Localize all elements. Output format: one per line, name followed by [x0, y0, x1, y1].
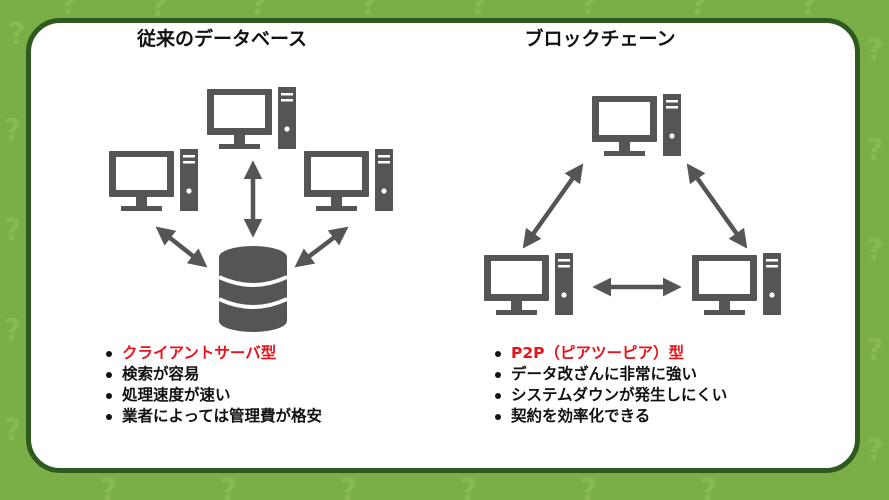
computer-icon	[304, 149, 393, 211]
feature-item: P2P（ピアツーピア）型	[491, 343, 727, 364]
traditional-database-title: 従来のデータベース	[136, 28, 308, 50]
feature-item: 契約を効率化できる	[491, 406, 727, 427]
feature-item: 処理速度が速い	[102, 385, 322, 406]
feature-item: 検索が容易	[102, 364, 322, 385]
double-arrow-icon	[522, 163, 584, 249]
computer-icon	[484, 253, 573, 315]
double-arrow-icon	[686, 163, 748, 249]
blockchain-title: ブロックチェーン	[524, 28, 676, 50]
blockchain-features: P2P（ピアツーピア）型データ改ざんに非常に強いシステムダウンが発生しにくい契約…	[491, 343, 727, 427]
double-arrow-icon	[294, 226, 349, 268]
double-arrow-icon	[155, 226, 208, 268]
computer-icon	[692, 253, 781, 315]
feature-item: データ改ざんに非常に強い	[491, 364, 727, 385]
feature-item: クライアントサーバ型	[102, 343, 322, 364]
feature-item: 業者によっては管理費が格安	[102, 406, 322, 427]
feature-item: システムダウンが発生しにくい	[491, 385, 727, 406]
traditional-database-features: クライアントサーバ型検索が容易処理速度が速い業者によっては管理費が格安	[102, 343, 322, 427]
computer-icon	[109, 149, 198, 211]
computer-icon	[592, 94, 681, 156]
computer-icon	[207, 87, 296, 149]
database-icon	[218, 246, 288, 332]
